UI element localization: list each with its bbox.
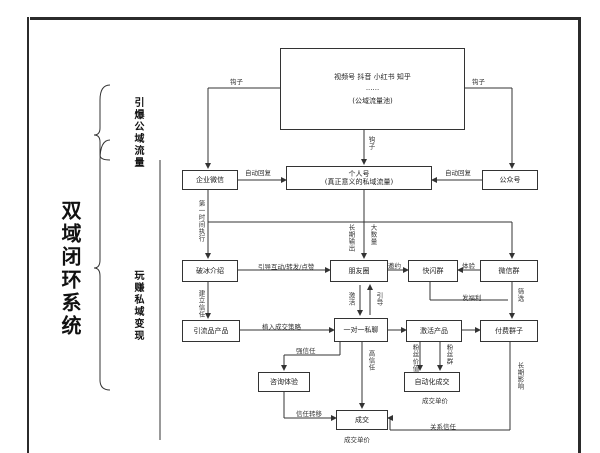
top-border [30,17,578,20]
invite-label: 邀约 [388,262,401,270]
one-to-one-chat-node: 一对一私聊 [334,318,388,342]
send-welfare-label: 发福利 [462,294,482,302]
official-account-node: 公众号 [482,170,538,190]
fan-group-label: 粉丝群 [445,344,453,365]
system-title: 双域闭环系统 [58,200,82,338]
big-quantity-label: 大数量 [369,224,377,245]
auto-deal-node: 自动化成交 [404,372,460,392]
guide-label: 引导 [375,292,383,306]
public-traffic-pool-box: 视频号 抖音 小红书 知乎 ...... (公域流量池) [280,48,465,130]
trust-transfer-label: 信任转移 [296,410,322,418]
divider-text: ...... [365,84,380,93]
plant-strategy-label: 植入成交策略 [262,323,301,331]
platforms-text: 视频号 抖音 小红书 知乎 [334,73,411,82]
activation-product-node: 激活产品 [406,320,462,342]
guide-share-label: 引导互动/转发/点赞 [258,263,315,271]
hook-label-mid: 钩子 [367,136,375,150]
right-border [578,17,581,453]
deal-price-bottom-label: 成交单价 [344,436,370,444]
section-private-title: 玩赚私域变现 [132,270,143,342]
lead-product-node: 引流品产品 [182,320,240,342]
personal-title: 个人号 [348,169,370,178]
deal-price-label-2: 成交单价 [422,397,448,405]
flash-group-node: 快闪群 [408,260,458,282]
experience-label: 体验 [462,262,475,270]
personal-sub: (真正意义的私域流量) [324,178,394,186]
filter-label: 筛选 [516,288,524,302]
long-influence-label: 长期影响 [516,362,524,390]
enterprise-wechat-node: 企业微信 [182,170,238,190]
first-time-label: 第一时间执行 [197,200,205,242]
high-trust-label: 高信任 [367,350,375,371]
build-trust-label: 建立信任 [197,290,205,318]
auto-reply-right-label: 自动回复 [445,169,471,177]
fan-value-label: 粉丝价值 [411,344,419,372]
long-term-label: 长期输出 [347,224,355,252]
strong-trust-label: 强信任 [296,347,316,355]
activate-label: 激活 [347,292,355,306]
hook-label-right: 钩子 [472,78,485,86]
consult-experience-node: 咨询体验 [258,372,310,392]
hook-label-left: 钩子 [230,78,243,86]
video-intro-node: 破冰介绍 [182,260,238,282]
moments-node: 朋友圈 [330,260,388,282]
wechat-group-node: 微信群 [480,260,538,282]
section-public-title: 引爆公域流量 [132,97,143,169]
auto-reply-left-label: 自动回复 [245,169,271,177]
influence-trust-label: 关系信任 [430,423,456,431]
personal-account-node: 个人号 (真正意义的私域流量) [286,166,432,190]
deal-node: 成交 [336,410,388,430]
paid-group-node: 付费群子 [480,320,538,342]
left-border [27,17,29,453]
pool-caption: (公域流量池) [352,96,393,105]
